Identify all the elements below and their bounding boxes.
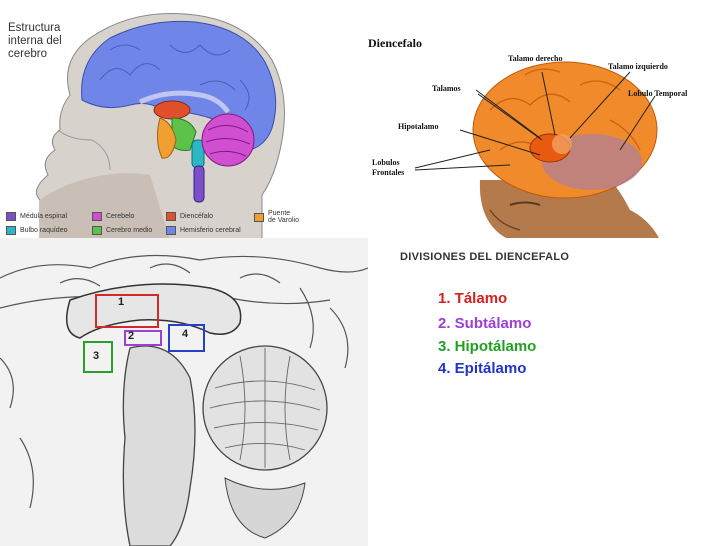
- label-talamo-izquierdo: Talamo izquierdo: [608, 62, 668, 71]
- legend-item: Bulbo raquídeo: [6, 226, 67, 235]
- box-talamo: [95, 294, 159, 328]
- label-hipotalamo: Hipotalamo: [398, 122, 439, 131]
- division-item: 1. Tálamo: [438, 290, 508, 307]
- box-number: 3: [93, 350, 100, 362]
- head-brain-illustration: [414, 61, 660, 240]
- legend-item: Puente de Varolio: [254, 210, 299, 224]
- box-hipotalamo: [83, 341, 113, 373]
- diencefalo-panel: Diencefalo Talamo derecho Talamo izquier…: [360, 30, 728, 240]
- box-number: 1: [118, 296, 125, 308]
- legend-item: Diencéfalo: [166, 212, 213, 221]
- sagittal-brain-illustration: [35, 13, 285, 240]
- legend-item: Cerebelo: [92, 212, 134, 221]
- legend-item: Médula espinal: [6, 212, 67, 221]
- division-item: 3. Hipotálamo: [438, 338, 537, 355]
- box-number: 2: [128, 330, 135, 342]
- division-item: 4. Epitálamo: [438, 360, 527, 377]
- label-lobulos-frontales: Lobulos Frontales: [372, 158, 405, 177]
- legend-item: Hemisferio cerebral: [166, 226, 241, 235]
- panel-title: Estructura interna del cerebro: [8, 22, 62, 60]
- label-talamo-derecho: Talamo derecho: [508, 54, 563, 63]
- grayscale-brain-section: [0, 238, 368, 546]
- box-subtalamo: [124, 330, 162, 346]
- division-item: 2. Subtálamo: [438, 315, 532, 332]
- box-epitalamo: [168, 324, 205, 352]
- legend-item: Cerebro medio: [92, 226, 152, 235]
- brain-structure-panel: Estructura interna del cerebro Médula es…: [0, 0, 300, 240]
- label-lobulo-temporal: Lobulo Temporal: [628, 89, 688, 98]
- divisions-panel: DIVISIONES DEL DIENCEFALO 1. Tálamo 2. S…: [370, 238, 728, 546]
- box-number: 4: [182, 328, 189, 340]
- diencefalo-section-panel: 1 2 3 4: [0, 238, 368, 546]
- label-talamos: Talamos: [432, 84, 461, 93]
- panel-title: Diencefalo: [368, 36, 422, 50]
- divisions-title: DIVISIONES DEL DIENCEFALO: [400, 251, 570, 263]
